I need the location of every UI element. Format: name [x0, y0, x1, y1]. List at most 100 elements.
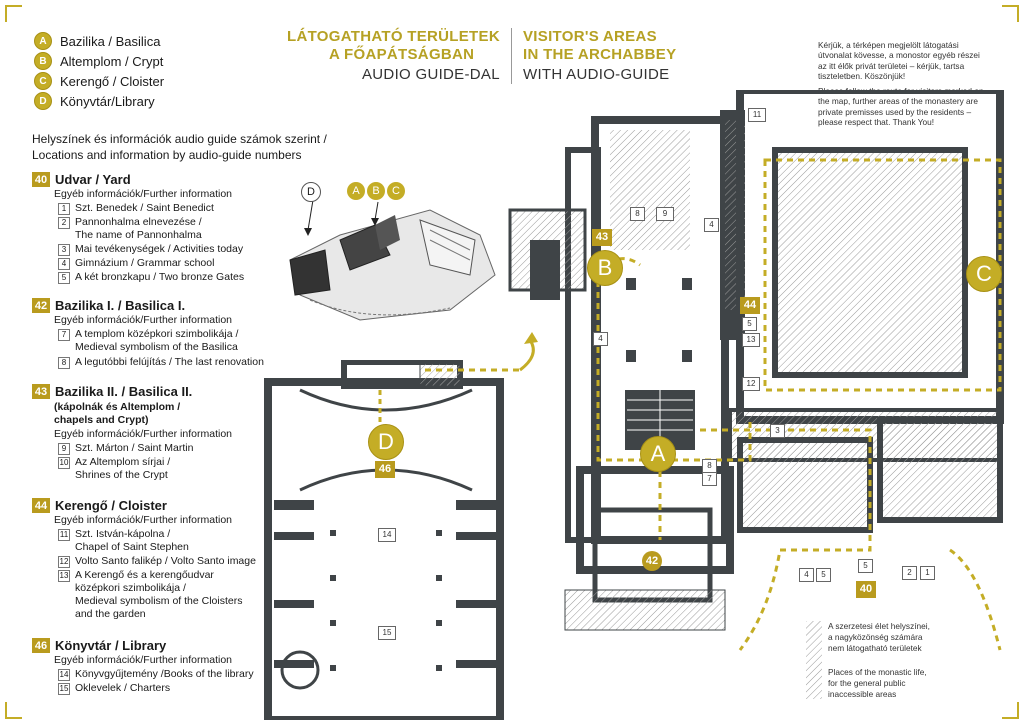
locations-heading-2: Locations and information by audio-guide…: [32, 148, 302, 162]
model-marker-a: A: [347, 182, 365, 200]
item-text: Pannonhalma elnevezése /: [75, 216, 202, 228]
map-number-3: 3: [770, 424, 785, 438]
map-number-4: 4: [704, 218, 719, 232]
map-marker-d: D: [368, 424, 404, 460]
title-hu-line3: AUDIO GUIDE-DAL: [362, 66, 500, 83]
legend-label: Kerengő / Cloister: [60, 73, 165, 89]
section-subtitle: (kápolnák és Altemplom /: [54, 401, 181, 413]
item-text: A két bronzkapu / Two bronze Gates: [75, 271, 245, 283]
map-number-5: 5: [816, 568, 831, 582]
map-audio-44: 44: [740, 297, 760, 314]
legend-item-cloister: C Kerengő / Cloister: [34, 72, 164, 90]
legend-letter-a: A: [34, 32, 52, 50]
section-subtitle: chapels and Crypt): [54, 414, 149, 426]
item-text: Az Altemplom sírjai /: [75, 456, 171, 468]
map-number-12: 12: [742, 377, 760, 391]
audio-number-badge: 42: [32, 298, 50, 313]
section-info: Egyéb információk/Further information: [54, 514, 232, 526]
section-info: Egyéb információk/Further information: [54, 428, 232, 440]
title-hu-line2: A FŐAPÁTSÁGBAN: [329, 46, 475, 63]
map-number-4: 4: [593, 332, 608, 346]
item-number: 11: [58, 529, 70, 541]
item-number: 1: [58, 203, 70, 215]
audio-number-badge: 44: [32, 498, 50, 513]
item-number: 4: [58, 258, 70, 270]
legend-letter-d: D: [34, 92, 52, 110]
item-text: Shrines of the Crypt: [75, 469, 168, 481]
list-item: 3 Mai tevékenységek / Activities today: [58, 243, 243, 256]
model-marker-d: D: [301, 182, 321, 202]
archabbey-3d-illustration: [289, 199, 496, 321]
map-number-1: 1: [920, 566, 935, 580]
item-number: 14: [58, 669, 70, 681]
map-number-10: 9: [656, 207, 674, 221]
item-text: Könyvgyűjtemény /Books of the library: [75, 668, 254, 680]
list-item: 10 Az Altemplom sírjai /Shrines of the Cr…: [58, 456, 170, 482]
section-title: Bazilika II. / Basilica II.: [55, 384, 193, 399]
map-number-15: 15: [378, 626, 396, 640]
section-43-heading: 43 Bazilika II. / Basilica II.: [32, 384, 192, 399]
legend-letter-c: C: [34, 72, 52, 90]
title-divider: [511, 28, 512, 84]
item-text: Mai tevékenységek / Activities today: [75, 243, 244, 255]
item-text: Szt. István-kápolna /: [75, 528, 171, 540]
item-number: 8: [58, 357, 70, 369]
list-item: 1 Szt. Benedek / Saint Benedict: [58, 202, 214, 215]
legend-label: Könyvtár/Library: [60, 93, 155, 109]
item-number: 7: [58, 329, 70, 341]
item-text: Szt. Benedek / Saint Benedict: [75, 202, 214, 214]
section-title: Kerengő / Cloister: [55, 498, 167, 513]
section-44-heading: 44 Kerengő / Cloister: [32, 498, 167, 513]
item-number: 10: [58, 457, 70, 469]
hatch-swatch: [806, 621, 822, 699]
legend-label: Bazilika / Basilica: [60, 33, 161, 49]
item-text: középkori szimbolikája /: [75, 582, 186, 594]
model-marker-c: C: [387, 182, 405, 200]
hatch-legend-en-3: inaccessible areas: [828, 689, 897, 699]
item-text: Medieval symbolism of the Cloisters: [75, 595, 243, 607]
section-title: Bazilika I. / Basilica I.: [55, 298, 186, 313]
legend-label: Altemplom / Crypt: [60, 53, 164, 69]
audio-number-badge: 43: [32, 384, 50, 399]
map-audio-42: 42: [642, 551, 662, 571]
map-number-4: 4: [799, 568, 814, 582]
legend-item-basilica: A Bazilika / Basilica: [34, 32, 160, 50]
item-number: 3: [58, 244, 70, 256]
hatch-legend-en-1: Places of the monastic life,: [828, 667, 927, 677]
section-info: Egyéb információk/Further information: [54, 314, 232, 326]
map-number-2: 2: [902, 566, 917, 580]
map-number-13: 13: [742, 333, 760, 347]
list-item: 5 A két bronzkapu / Two bronze Gates: [58, 271, 244, 284]
item-text: Medieval symbolism of the Basilica: [75, 341, 238, 353]
legend-letter-b: B: [34, 52, 52, 70]
item-text: A Kerengő és a kerengőudvar: [75, 569, 214, 581]
list-item: 4 Gimnázium / Grammar school: [58, 257, 214, 270]
item-text: Gimnázium / Grammar school: [75, 257, 215, 269]
item-text: Oklevelek / Charters: [75, 682, 171, 694]
archabbey-floor-plan: [420, 90, 1004, 651]
list-item: 14 Könyvgyűjtemény /Books of the library: [58, 668, 254, 681]
item-number: 15: [58, 683, 70, 695]
legend-item-crypt: B Altemplom / Crypt: [34, 52, 163, 70]
hatch-legend-en-2: for the general public: [828, 678, 906, 688]
list-item: 2 Pannonhalma elnevezése /The name of Pan…: [58, 216, 202, 242]
item-number: 2: [58, 217, 70, 229]
map-audio-46: 46: [375, 461, 395, 478]
item-number: 5: [58, 272, 70, 284]
list-item: 15 Oklevelek / Charters: [58, 682, 170, 695]
item-text: Szt. Márton / Saint Martin: [75, 442, 194, 454]
notice-hu: Kérjük, a térképen megjelölt látogatási …: [818, 40, 980, 82]
map-number-7: 7: [702, 472, 717, 486]
title-hu-line1: LÁTOGATHATÓ TERÜLETEK: [287, 28, 500, 45]
item-number: 13: [58, 570, 70, 582]
item-number: 9: [58, 443, 70, 455]
locations-heading-1: Helyszínek és információk audio guide sz…: [32, 132, 327, 146]
item-text: The name of Pannonhalma: [75, 229, 202, 241]
